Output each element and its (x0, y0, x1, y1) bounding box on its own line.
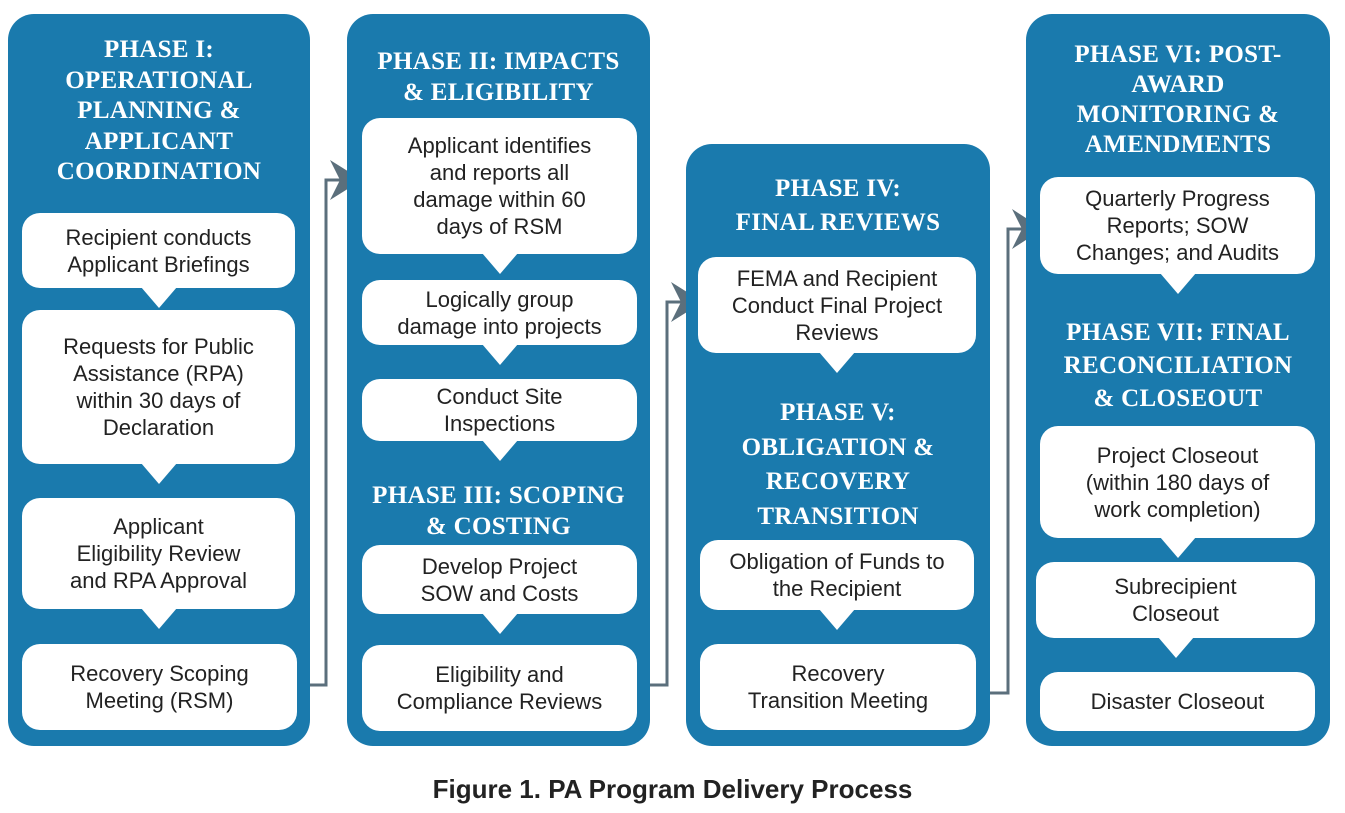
step-recovery-transition-meeting: Recovery Transition Meeting (700, 644, 976, 730)
phase-2-title: PHASE II: IMPACTS & ELIGIBILITY (377, 48, 620, 106)
step-applicant-reports-damage: Applicant identifies and reports all dam… (362, 118, 637, 274)
connector-phase2-to-phase4 (637, 300, 686, 687)
step-applicant-eligibility-review: Applicant Eligibility Review and RPA App… (22, 498, 295, 629)
step-develop-project-sow: Develop Project SOW and Costs (362, 545, 637, 634)
figure-caption: Figure 1. PA Program Delivery Process (432, 774, 913, 804)
step-obligation-of-funds: Obligation of Funds to the Recipient (700, 540, 974, 630)
step-group-damage-into-projects: Logically group damage into projects (362, 280, 637, 365)
step-eligibility-compliance-reviews: Eligibility and Compliance Reviews (362, 645, 637, 731)
phase-1-title: PHASE I: OPERATIONAL PLANNING & APPLICAN… (56, 36, 262, 185)
step-final-project-reviews: FEMA and Recipient Conduct Final Project… (698, 257, 976, 373)
step-disaster-closeout: Disaster Closeout (1040, 672, 1315, 731)
phase-7-title: PHASE VII: FINAL RECONCILIATION & CLOSEO… (1063, 319, 1293, 412)
step-quarterly-progress-reports: Quarterly Progress Reports; SOW Changes;… (1040, 177, 1315, 294)
connector-phase1-to-phase2 (297, 178, 345, 687)
phase-4-title: PHASE IV: FINAL REVIEWS (735, 175, 941, 236)
connector-arrowhead-1 (330, 160, 362, 200)
connector-phase5-to-phase6 (976, 227, 1026, 695)
step-applicant-briefings: Recipient conducts Applicant Briefings (22, 213, 295, 308)
step-conduct-site-inspections: Conduct Site Inspections (362, 379, 637, 461)
step-subrecipient-closeout: Subrecipient Closeout (1036, 562, 1315, 658)
phase-5-title: PHASE V: OBLIGATION & RECOVERY TRANSITIO… (741, 399, 935, 530)
phase-3-title: PHASE III: SCOPING & COSTING (372, 482, 625, 540)
step-requests-for-public-assistance: Requests for Public Assistance (RPA) wit… (22, 310, 295, 484)
step-recovery-scoping-meeting: Recovery Scoping Meeting (RSM) (22, 644, 297, 730)
phase-6-title: PHASE VI: POST- AWARD MONITORING & AMEND… (1074, 41, 1282, 158)
step-project-closeout: Project Closeout (within 180 days of wor… (1040, 426, 1315, 558)
